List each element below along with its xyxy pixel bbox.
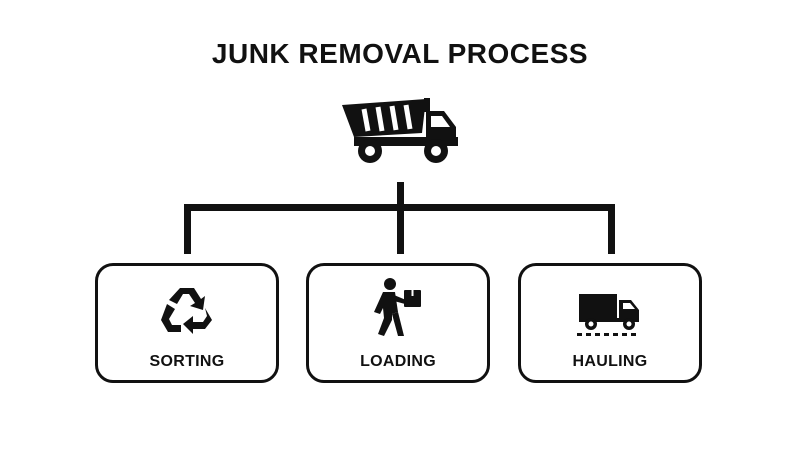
step-label-hauling: HAULING (572, 353, 648, 370)
person-carrying-box-icon (370, 278, 426, 343)
step-card-hauling: HAULING (518, 263, 702, 383)
step-label-loading: LOADING (360, 353, 436, 370)
step-label-sorting: SORTING (149, 353, 225, 370)
delivery-truck-icon (577, 284, 643, 343)
step-card-loading: LOADING (306, 263, 490, 383)
diagram-title: JUNK REMOVAL PROCESS (211, 38, 589, 69)
step-card-sorting: SORTING (95, 263, 279, 383)
recycle-icon (159, 284, 215, 341)
dump-truck-icon (340, 95, 460, 172)
